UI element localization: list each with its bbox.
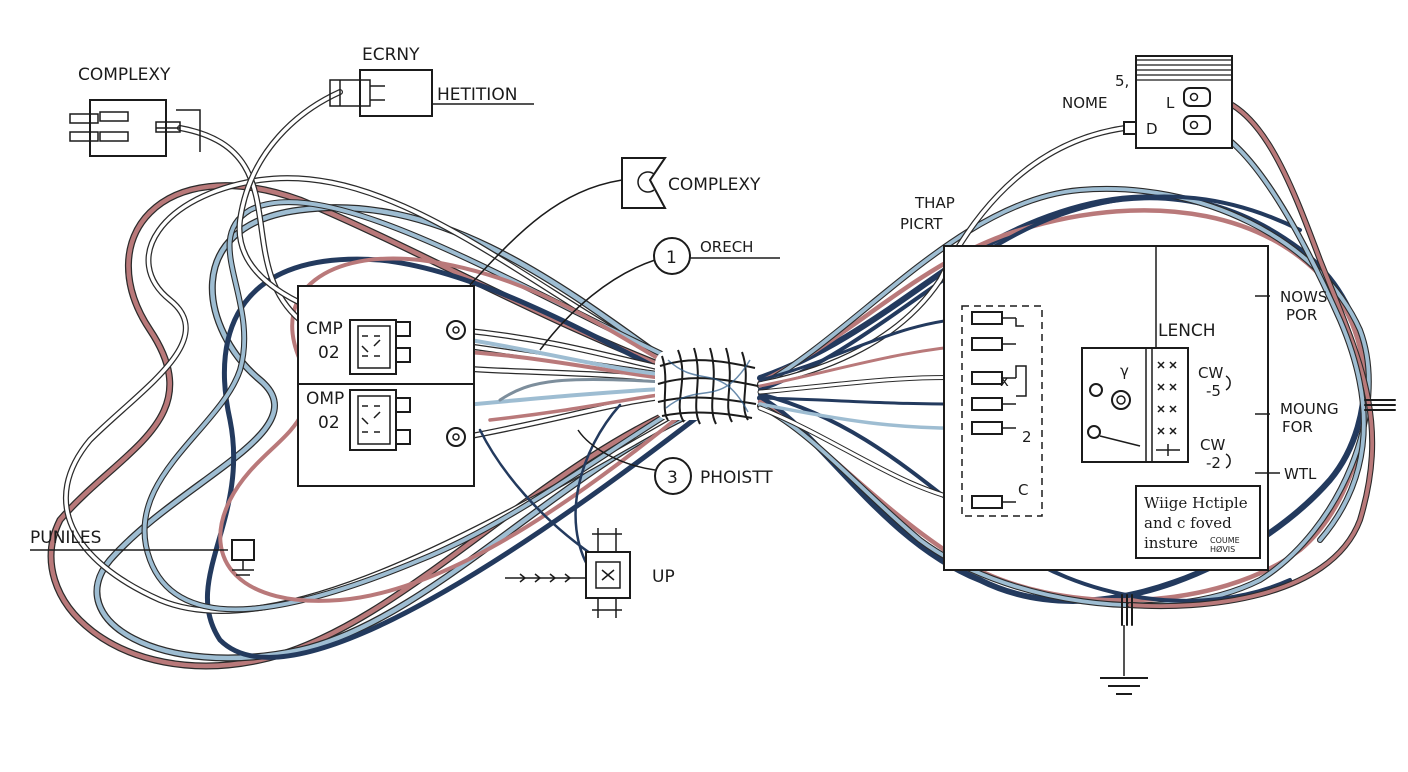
label-cw-1: CW xyxy=(1198,364,1223,382)
relay-module: γ xyxy=(1081,347,1189,463)
wire-clamp-right xyxy=(1364,399,1396,411)
cw-indicator-1: CW -5 xyxy=(1198,364,1231,400)
terminal-strip: x 2 C xyxy=(961,305,1043,517)
label-cw-2-val: -2 xyxy=(1206,454,1221,472)
wire-to-up-component xyxy=(478,403,622,572)
note-small-1: COUME xyxy=(1210,536,1240,545)
leader-phoistt xyxy=(577,429,656,471)
label-cw-1-val: -5 xyxy=(1206,382,1221,400)
label-cw-2: CW xyxy=(1200,436,1225,454)
junction-box-left: CMP 02 OMP 02 xyxy=(297,285,475,487)
term-label-2: 2 xyxy=(1022,428,1032,446)
callout-phoistt: 3 PHOISTT xyxy=(577,429,773,495)
label-picrt: PICRT xyxy=(900,215,943,233)
connector-top-left-body xyxy=(89,99,167,157)
label-complexy-top-left: COMPLEXY xyxy=(78,65,171,85)
label-hetition: HETITION xyxy=(437,85,517,105)
label-phoistt: PHOISTT xyxy=(700,468,773,488)
note-line-1: Wiige Hctiple xyxy=(1144,494,1248,512)
ground-icon xyxy=(1100,625,1148,695)
label-moung: MOUNG xyxy=(1280,400,1339,418)
relay-label-y: γ xyxy=(1120,362,1129,380)
ground-icon xyxy=(232,560,254,576)
label-up: UP xyxy=(652,567,675,587)
label-orech: ORECH xyxy=(700,238,753,256)
plug-connector: 5, NOME L D xyxy=(1062,55,1233,149)
connector-icon xyxy=(329,79,385,107)
label-plug-l: L xyxy=(1166,94,1175,112)
wire-knot xyxy=(655,347,759,425)
label-wtl: WTL xyxy=(1284,465,1317,483)
plug-socket xyxy=(1123,121,1137,135)
component-up: UP xyxy=(505,528,675,618)
wire-loop-left-3 xyxy=(204,256,703,660)
wire-clamp-bottom xyxy=(1121,594,1133,626)
connector-ecrny: ECRNY HETITION xyxy=(329,45,534,117)
note-small-2: HØVIS xyxy=(1210,544,1235,554)
side-labels: NOWS POR MOUNG FOR WTL xyxy=(1255,288,1339,483)
component-puniles: PUNILES xyxy=(30,528,255,576)
label-complexy-mid: COMPLEXY xyxy=(668,175,761,195)
terminal-block-bottom xyxy=(349,389,411,451)
label-omp: OMP xyxy=(306,389,344,409)
label-plug-d: D xyxy=(1146,120,1158,138)
label-cmp-num: 02 xyxy=(318,343,340,363)
relay-contacts xyxy=(1156,361,1180,456)
connector-complexy-mid: COMPLEXY xyxy=(469,157,761,286)
leader-orech xyxy=(539,259,656,351)
note-box-body xyxy=(1135,485,1261,559)
c-clip-icon xyxy=(637,171,655,193)
ring-terminal-top xyxy=(446,320,466,340)
label-nows: NOWS xyxy=(1280,288,1327,306)
wire-loop-left-outer xyxy=(47,182,704,670)
control-box-right: LENCH x 2 C γ xyxy=(943,245,1339,571)
wire-loop-left-6 xyxy=(218,256,702,603)
label-nome-num: 5, xyxy=(1115,72,1129,90)
label-puniles: PUNILES xyxy=(30,528,101,548)
label-group-thap: THAP PICRT xyxy=(900,194,955,233)
connector-icon xyxy=(69,109,201,152)
label-for: FOR xyxy=(1282,418,1313,436)
wire-loop-left-2 xyxy=(93,204,704,662)
term-label-c: C xyxy=(1018,481,1028,499)
label-cmp: CMP xyxy=(306,319,343,339)
connector-complexy-body xyxy=(621,157,667,209)
ring-terminal-bottom xyxy=(446,427,466,447)
arrow-chain xyxy=(505,573,586,583)
label-por: POR xyxy=(1286,306,1317,324)
plug-grip xyxy=(1136,59,1232,81)
leader-complexy-mid xyxy=(469,179,623,286)
connector-ecrny-body xyxy=(359,69,433,117)
callout-orech: 1 ORECH xyxy=(539,237,780,351)
up-body xyxy=(585,551,631,599)
puniles-box xyxy=(231,539,255,561)
coil-icon xyxy=(595,561,621,589)
label-lench: LENCH xyxy=(1158,321,1216,341)
connector-top-left: COMPLEXY xyxy=(69,65,201,157)
callout-number-3: 3 xyxy=(667,468,678,488)
callout-number-1: 1 xyxy=(666,248,677,268)
callout-circle-1 xyxy=(653,237,691,275)
note-box: Wiige Hctiple and c foved insture COUME … xyxy=(1135,485,1261,559)
wire-loop-left-5 xyxy=(141,199,703,613)
junction-box-left-body xyxy=(297,285,475,487)
label-omp-num: 02 xyxy=(318,413,340,433)
cw-indicator-2: CW -2 xyxy=(1200,436,1231,472)
label-thap: THAP xyxy=(914,194,955,212)
note-line-2: and c foved xyxy=(1144,514,1232,532)
note-line-3: insture xyxy=(1144,534,1198,552)
label-ecrny: ECRNY xyxy=(362,45,420,65)
term-label-x: x xyxy=(1000,372,1009,390)
label-nome: NOME xyxy=(1062,94,1107,112)
terminal-block-top xyxy=(349,319,411,375)
callout-circle-3 xyxy=(654,457,692,495)
